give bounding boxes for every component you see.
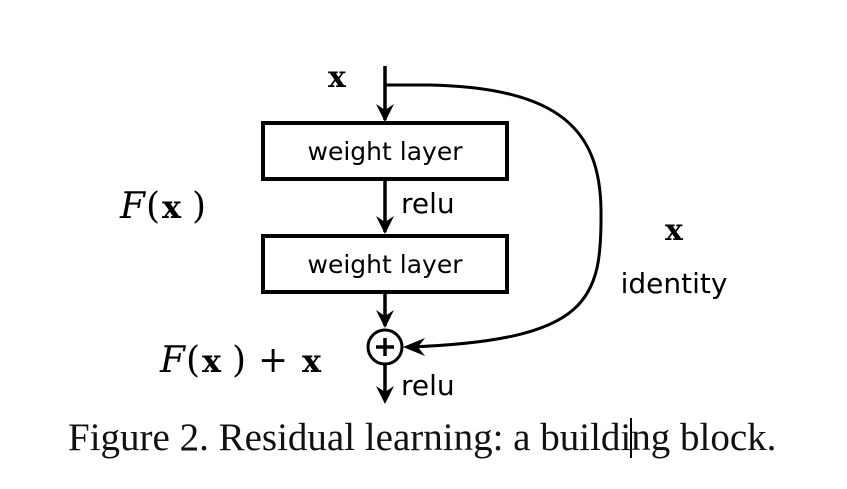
text-cursor <box>630 418 632 458</box>
input-x-label: x <box>328 60 347 95</box>
caption-text-before-cursor: Figure 2. Residual learning: a buildi <box>68 416 632 459</box>
relu-label-2: relu <box>401 369 455 402</box>
shortcut-arrow-icon <box>403 338 425 356</box>
weight-layer-1-box <box>261 121 509 181</box>
var-x-sum: x <box>202 342 222 380</box>
weight-layer-2: weight layer <box>261 234 509 294</box>
input-arrow-icon <box>376 104 394 122</box>
open-paren: ( <box>146 186 160 227</box>
script-f-sum: F <box>159 340 187 381</box>
shortcut-x-label: x <box>665 213 684 248</box>
script-f: F <box>119 186 147 227</box>
weight-layer-1-label: weight layer <box>308 137 464 166</box>
weight-layer-2-label: weight layer <box>308 250 464 279</box>
caption-text-after-cursor: ng block. <box>631 416 777 459</box>
relu-label-1: relu <box>401 187 455 220</box>
plus-sign: + <box>258 340 288 381</box>
open-paren-sum: ( <box>186 340 200 381</box>
middle-arrow-icon <box>376 216 394 234</box>
sum-output-label: F ( x ) + x <box>159 340 322 381</box>
var-x2-sum: x <box>302 342 322 380</box>
close-paren: ) <box>192 186 206 227</box>
output-arrow-icon <box>376 386 394 404</box>
var-x: x <box>162 188 182 226</box>
weight-layer-1: weight layer <box>261 121 509 181</box>
to-sum-arrow-icon <box>376 310 394 328</box>
close-paren-sum: ) <box>232 340 246 381</box>
identity-label: identity <box>621 267 728 300</box>
identity-shortcut-edge <box>385 83 603 349</box>
residual-function-label: F ( x ) <box>119 186 206 227</box>
figure-caption[interactable]: Figure 2. Residual learning: a building … <box>68 415 776 460</box>
sum-node <box>366 328 404 366</box>
